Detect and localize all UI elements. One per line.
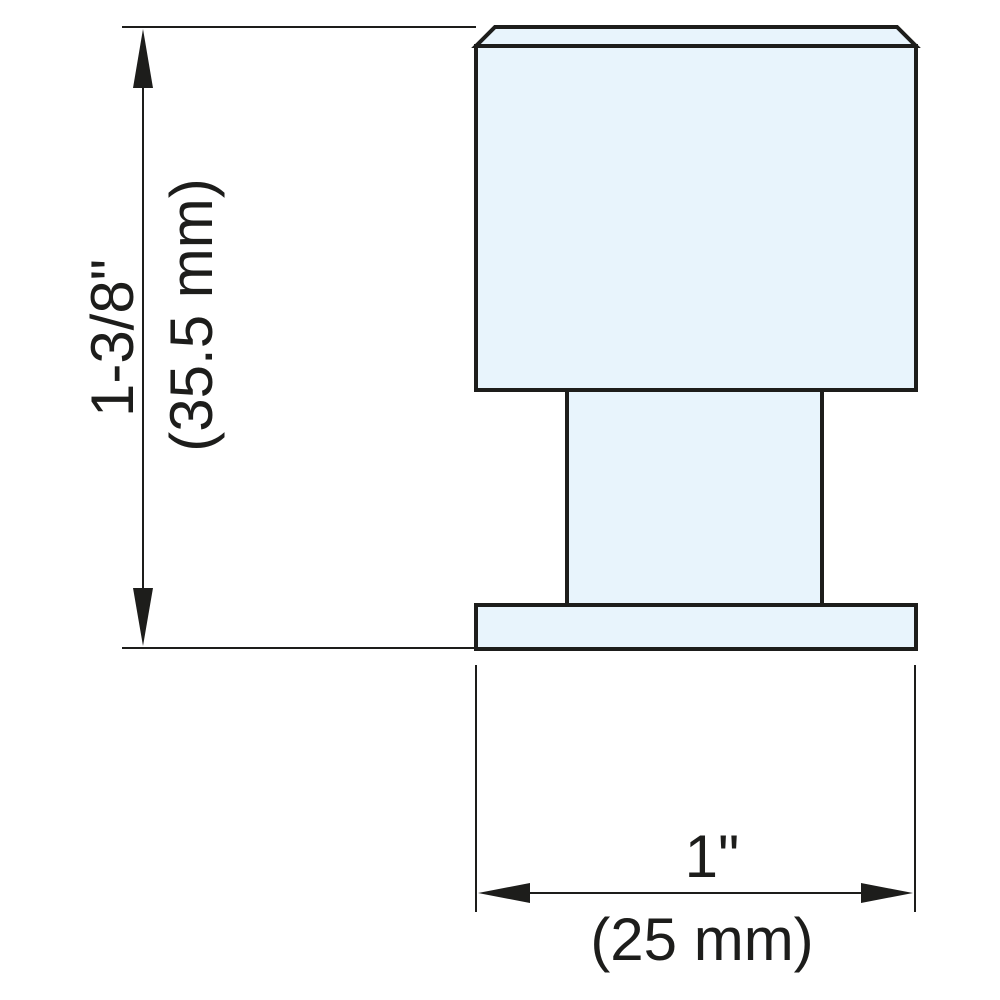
width-imperial-label: 1" bbox=[685, 823, 740, 890]
knob-stem bbox=[565, 388, 824, 607]
height-arrow-bottom bbox=[133, 588, 153, 646]
knob-base-plate bbox=[474, 603, 918, 651]
height-imperial-label: 1-3/8" bbox=[79, 259, 146, 417]
knob-head bbox=[474, 44, 918, 392]
knob-top-chamfer bbox=[471, 25, 921, 48]
width-arrow-left bbox=[478, 883, 530, 903]
width-metric-label: (25 mm) bbox=[590, 906, 813, 973]
height-metric-label: (35.5 mm) bbox=[158, 178, 225, 451]
width-arrow-right bbox=[861, 883, 913, 903]
height-arrow-top bbox=[133, 29, 153, 88]
